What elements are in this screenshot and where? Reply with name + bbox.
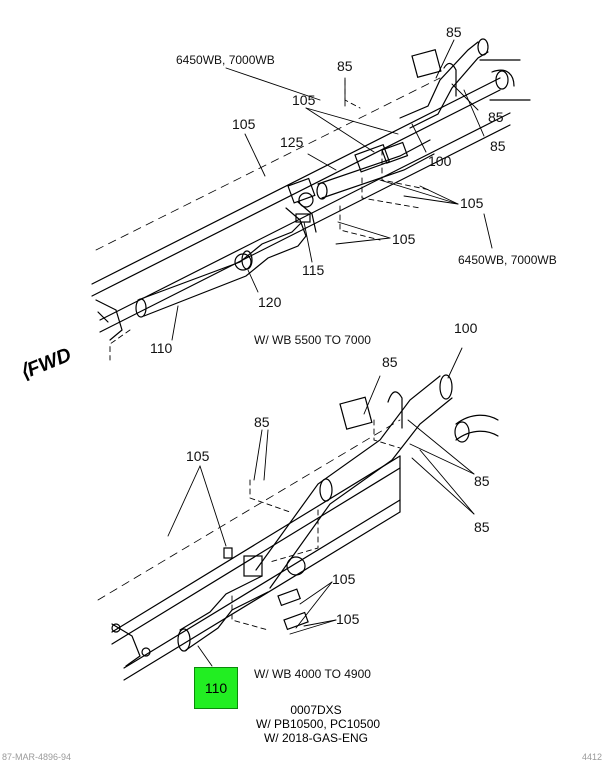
top-tailpipe-110 <box>135 221 307 318</box>
callout-100: 100 <box>454 320 478 336</box>
top-leader-lines <box>171 39 493 341</box>
bottom-leader-lines <box>167 347 475 667</box>
bottom-view-caption: W/ WB 4000 TO 4900 <box>254 667 371 681</box>
callout-85: 85 <box>382 354 398 370</box>
callout-105: 105 <box>336 611 360 627</box>
callout-105: 105 <box>392 231 416 247</box>
callout-100: 100 <box>428 153 452 169</box>
callout-105: 105 <box>186 448 210 464</box>
top-hangers-dashed <box>109 79 431 361</box>
callout-85: 85 <box>488 109 504 125</box>
callout-85: 85 <box>474 519 490 535</box>
bottom-clamps <box>223 547 309 631</box>
bottom-front-pipe-100 <box>255 374 499 589</box>
top-flex-pipe-115 <box>285 177 317 237</box>
footer-line-3: W/ 2018-GAS-ENG <box>263 731 369 745</box>
callout-105: 105 <box>232 116 256 132</box>
bottom-tailpipe-110 <box>177 575 269 652</box>
highlighted-callout-label: 110 <box>204 680 228 696</box>
callout-115: 115 <box>302 262 325 278</box>
callout-120: 120 <box>258 294 282 310</box>
footer-line-1: 0007DXS <box>290 703 342 717</box>
callout-105: 105 <box>292 92 316 108</box>
callout-85: 85 <box>446 24 462 40</box>
top-frame-rails <box>91 59 531 333</box>
callout-105: 105 <box>460 195 484 211</box>
bottom-stub-left: 87-MAR-4896-94 <box>2 752 72 762</box>
callout-105: 105 <box>332 571 356 587</box>
callout-wb-right: 6450WB, 7000WB <box>458 253 557 267</box>
callout-125: 125 <box>280 134 304 150</box>
diagram-footer: 0007DXS W/ PB10500, PC10500 W/ 2018-GAS-… <box>256 703 381 745</box>
callout-110: 110 <box>150 340 173 356</box>
callout-85: 85 <box>474 473 490 489</box>
bottom-hangers-dashed <box>231 419 401 631</box>
bottom-frame-rails <box>97 419 401 681</box>
bottom-rear-bracket <box>111 623 151 667</box>
callout-85: 85 <box>337 58 353 74</box>
top-front-pipe-100 <box>399 38 515 129</box>
callout-wb-top-left: 6450WB, 7000WB <box>176 53 275 67</box>
top-rear-bracket <box>95 299 123 341</box>
callout-85: 85 <box>490 138 506 154</box>
top-intermediate-pipe-125 <box>316 139 435 200</box>
footer-line-2: W/ PB10500, PC10500 <box>256 717 381 731</box>
top-view-caption: W/ WB 5500 TO 7000 <box>254 333 371 347</box>
highlighted-callout-110[interactable]: 110 <box>194 667 238 709</box>
callout-85: 85 <box>254 414 270 430</box>
bottom-stub-right: 4412 <box>582 752 603 762</box>
top-clamps <box>234 141 409 271</box>
